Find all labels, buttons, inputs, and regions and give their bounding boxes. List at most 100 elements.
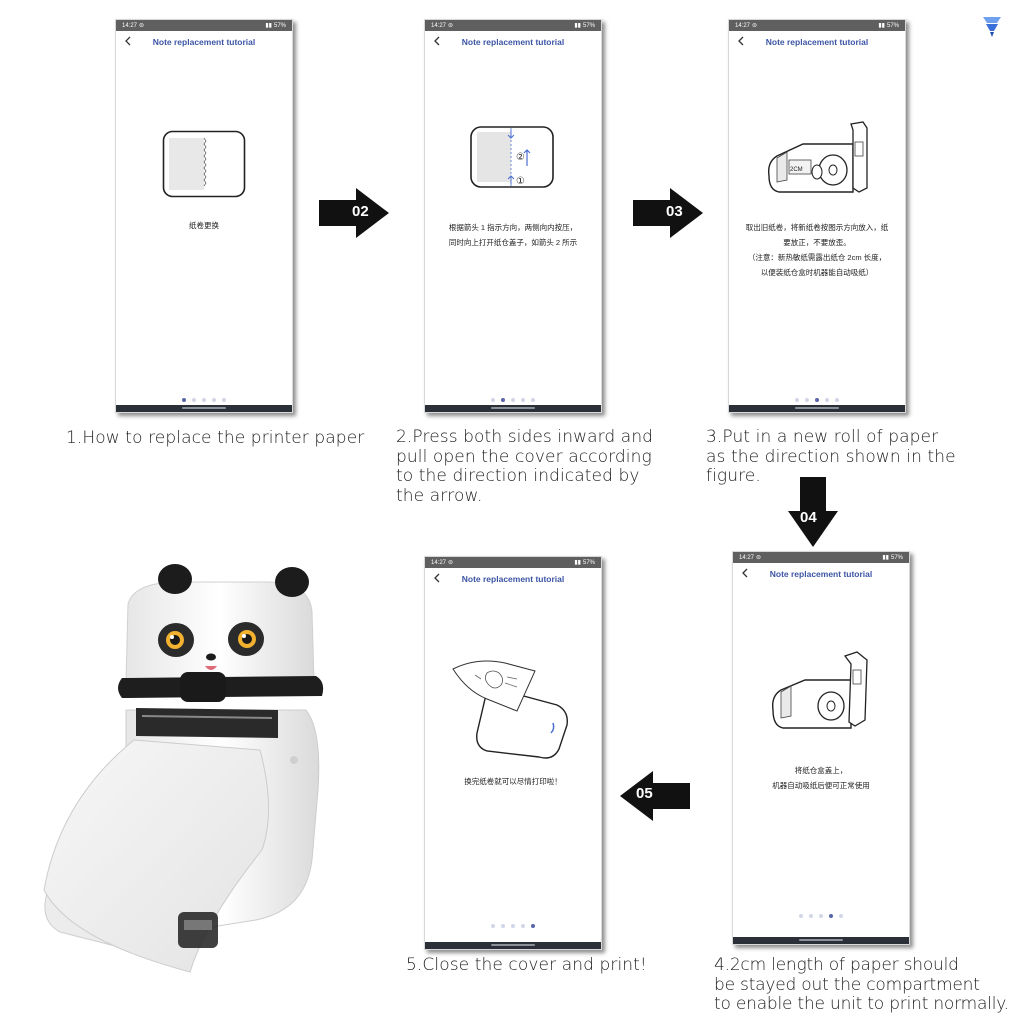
caption-line: 要放正，不要放歪。 <box>783 238 851 247</box>
press-open-illustration <box>470 126 554 188</box>
app-header: Note replacement tutorial <box>425 568 601 589</box>
page-indicator <box>425 398 601 402</box>
arrow-number: 02 <box>352 203 369 220</box>
wifi-icon: ⊜ <box>448 23 454 29</box>
nav-bar <box>733 937 909 944</box>
page-dot[interactable] <box>491 398 495 402</box>
status-bar: 14:27⊜ ▮▮57% <box>729 20 905 31</box>
description-line: to enable the unit to print normally. <box>714 994 1009 1014</box>
step-description-3: 3.Put in a new roll of paper as the dire… <box>706 427 956 487</box>
caption-line: 将纸仓盒盖上， <box>794 766 848 775</box>
page-dot[interactable] <box>192 398 196 402</box>
back-button[interactable] <box>120 33 136 49</box>
app-header: Note replacement tutorial <box>733 563 909 584</box>
description-line: 5.Close the cover and print! <box>406 955 647 975</box>
brand-logo <box>981 14 1003 40</box>
status-bar: 14:27⊜ ▮▮57% <box>733 552 909 563</box>
page-dot[interactable] <box>511 398 515 402</box>
page-dot[interactable] <box>531 398 535 402</box>
page-dot[interactable] <box>825 398 829 402</box>
page-dot[interactable] <box>521 398 525 402</box>
page-dot[interactable] <box>222 398 226 402</box>
page-dot[interactable] <box>819 914 823 918</box>
description-line: to the direction indicated by <box>396 466 640 486</box>
status-time: 14:27 <box>735 22 751 29</box>
back-button[interactable] <box>733 33 749 49</box>
brand-logo-icon <box>983 17 1001 37</box>
page-dot[interactable] <box>511 924 515 928</box>
description-line: 1.How to replace the printer paper <box>66 428 365 448</box>
page-dot[interactable] <box>805 398 809 402</box>
page-dot[interactable] <box>835 398 839 402</box>
page-dot[interactable] <box>829 914 833 918</box>
signal-icon: ▮▮ <box>574 560 581 566</box>
signal-icon: ▮▮ <box>878 23 885 29</box>
wifi-icon: ⊜ <box>139 23 145 29</box>
callout-1: ① <box>516 176 525 187</box>
page-dot[interactable] <box>491 924 495 928</box>
app-title: Note replacement tutorial <box>765 36 869 47</box>
tutorial-page: 将纸仓盒盖上， 机器自动吸纸后便可正常使用 <box>733 584 909 944</box>
status-time: 14:27 <box>431 559 447 566</box>
page-dot[interactable] <box>501 398 505 402</box>
page-dot[interactable] <box>795 398 799 402</box>
page-dot[interactable] <box>501 924 505 928</box>
app-title: Note replacement tutorial <box>461 36 565 47</box>
nav-bar <box>425 942 601 949</box>
status-bar: 14:27⊜ ▮▮57% <box>425 557 601 568</box>
wifi-icon: ⊜ <box>448 560 454 566</box>
step-description-4: 4.2cm length of paper should be stayed o… <box>714 955 1009 1015</box>
caption-line: 换完纸卷就可以尽情打印啦！ <box>464 777 562 786</box>
battery-level: 57% <box>890 554 903 561</box>
page-dot[interactable] <box>212 398 216 402</box>
app-header: Note replacement tutorial <box>116 31 292 52</box>
paper-roll-illustration <box>162 130 246 198</box>
page-dot[interactable] <box>799 914 803 918</box>
panda-printer-photo <box>43 564 324 973</box>
chevron-left-icon <box>742 568 748 578</box>
description-line: the arrow. <box>396 485 483 506</box>
arrow-right-icon <box>319 188 389 238</box>
description-line: 3.Put in a new roll of paper <box>706 427 939 447</box>
paper-length-label: 2CM <box>790 167 803 173</box>
back-button[interactable] <box>737 565 753 581</box>
description-line: figure. <box>706 466 761 486</box>
tutorial-page: 纸卷更换 <box>116 52 292 412</box>
caption-line: 以便装纸仓盒时机器能自动吸纸） <box>760 268 874 277</box>
app-header: Note replacement tutorial <box>425 31 601 52</box>
step-description-1: 1.How to replace the printer paper <box>66 428 365 449</box>
phone-screen-1: 14:27⊜ ▮▮57% Note replacement tutorial 纸… <box>115 19 293 413</box>
print-ready-illustration <box>452 660 568 759</box>
phone-screen-5: 14:27⊜ ▮▮57% Note replacement tutorial 换… <box>424 556 602 950</box>
arrow-down-icon <box>788 477 838 547</box>
page-dot[interactable] <box>202 398 206 402</box>
caption-line: 同时向上打开纸仓盖子，如箭头 2 所示 <box>448 238 578 247</box>
chevron-left-icon <box>125 36 131 46</box>
back-button[interactable] <box>429 570 445 586</box>
description-line: 4.2cm length of paper should <box>714 955 959 975</box>
description-line: be stayed out the compartment <box>714 974 980 995</box>
paper-insert-illustration <box>767 121 868 193</box>
step-caption: 根据箭头 1 指示方向，两侧向内按压， 同时向上打开纸仓盖子，如箭头 2 所示 <box>431 220 595 250</box>
step-arrow-04: 04 <box>787 476 839 548</box>
page-dot[interactable] <box>521 924 525 928</box>
step-arrow-05: 05 <box>619 770 691 822</box>
status-time: 14:27 <box>739 554 755 561</box>
tutorial-page: 2CM 取出旧纸卷，将新纸卷按图示方向放入，纸 要放正，不要放歪。 （注意：新热… <box>729 52 905 412</box>
back-button[interactable] <box>429 33 445 49</box>
description-line: pull open the cover according <box>396 446 652 467</box>
arrow-number: 05 <box>636 785 653 802</box>
arrow-number: 04 <box>800 509 817 526</box>
chevron-left-icon <box>434 573 440 583</box>
page-dot[interactable] <box>839 914 843 918</box>
signal-icon: ▮▮ <box>882 555 889 561</box>
page-dot[interactable] <box>531 924 535 928</box>
page-dot[interactable] <box>809 914 813 918</box>
chevron-left-icon <box>738 36 744 46</box>
nav-bar <box>729 405 905 412</box>
page-dot[interactable] <box>182 398 186 402</box>
step-arrow-02: 02 <box>318 187 390 239</box>
page-dot[interactable] <box>815 398 819 402</box>
nav-bar <box>425 405 601 412</box>
step-arrow-03: 03 <box>632 187 704 239</box>
